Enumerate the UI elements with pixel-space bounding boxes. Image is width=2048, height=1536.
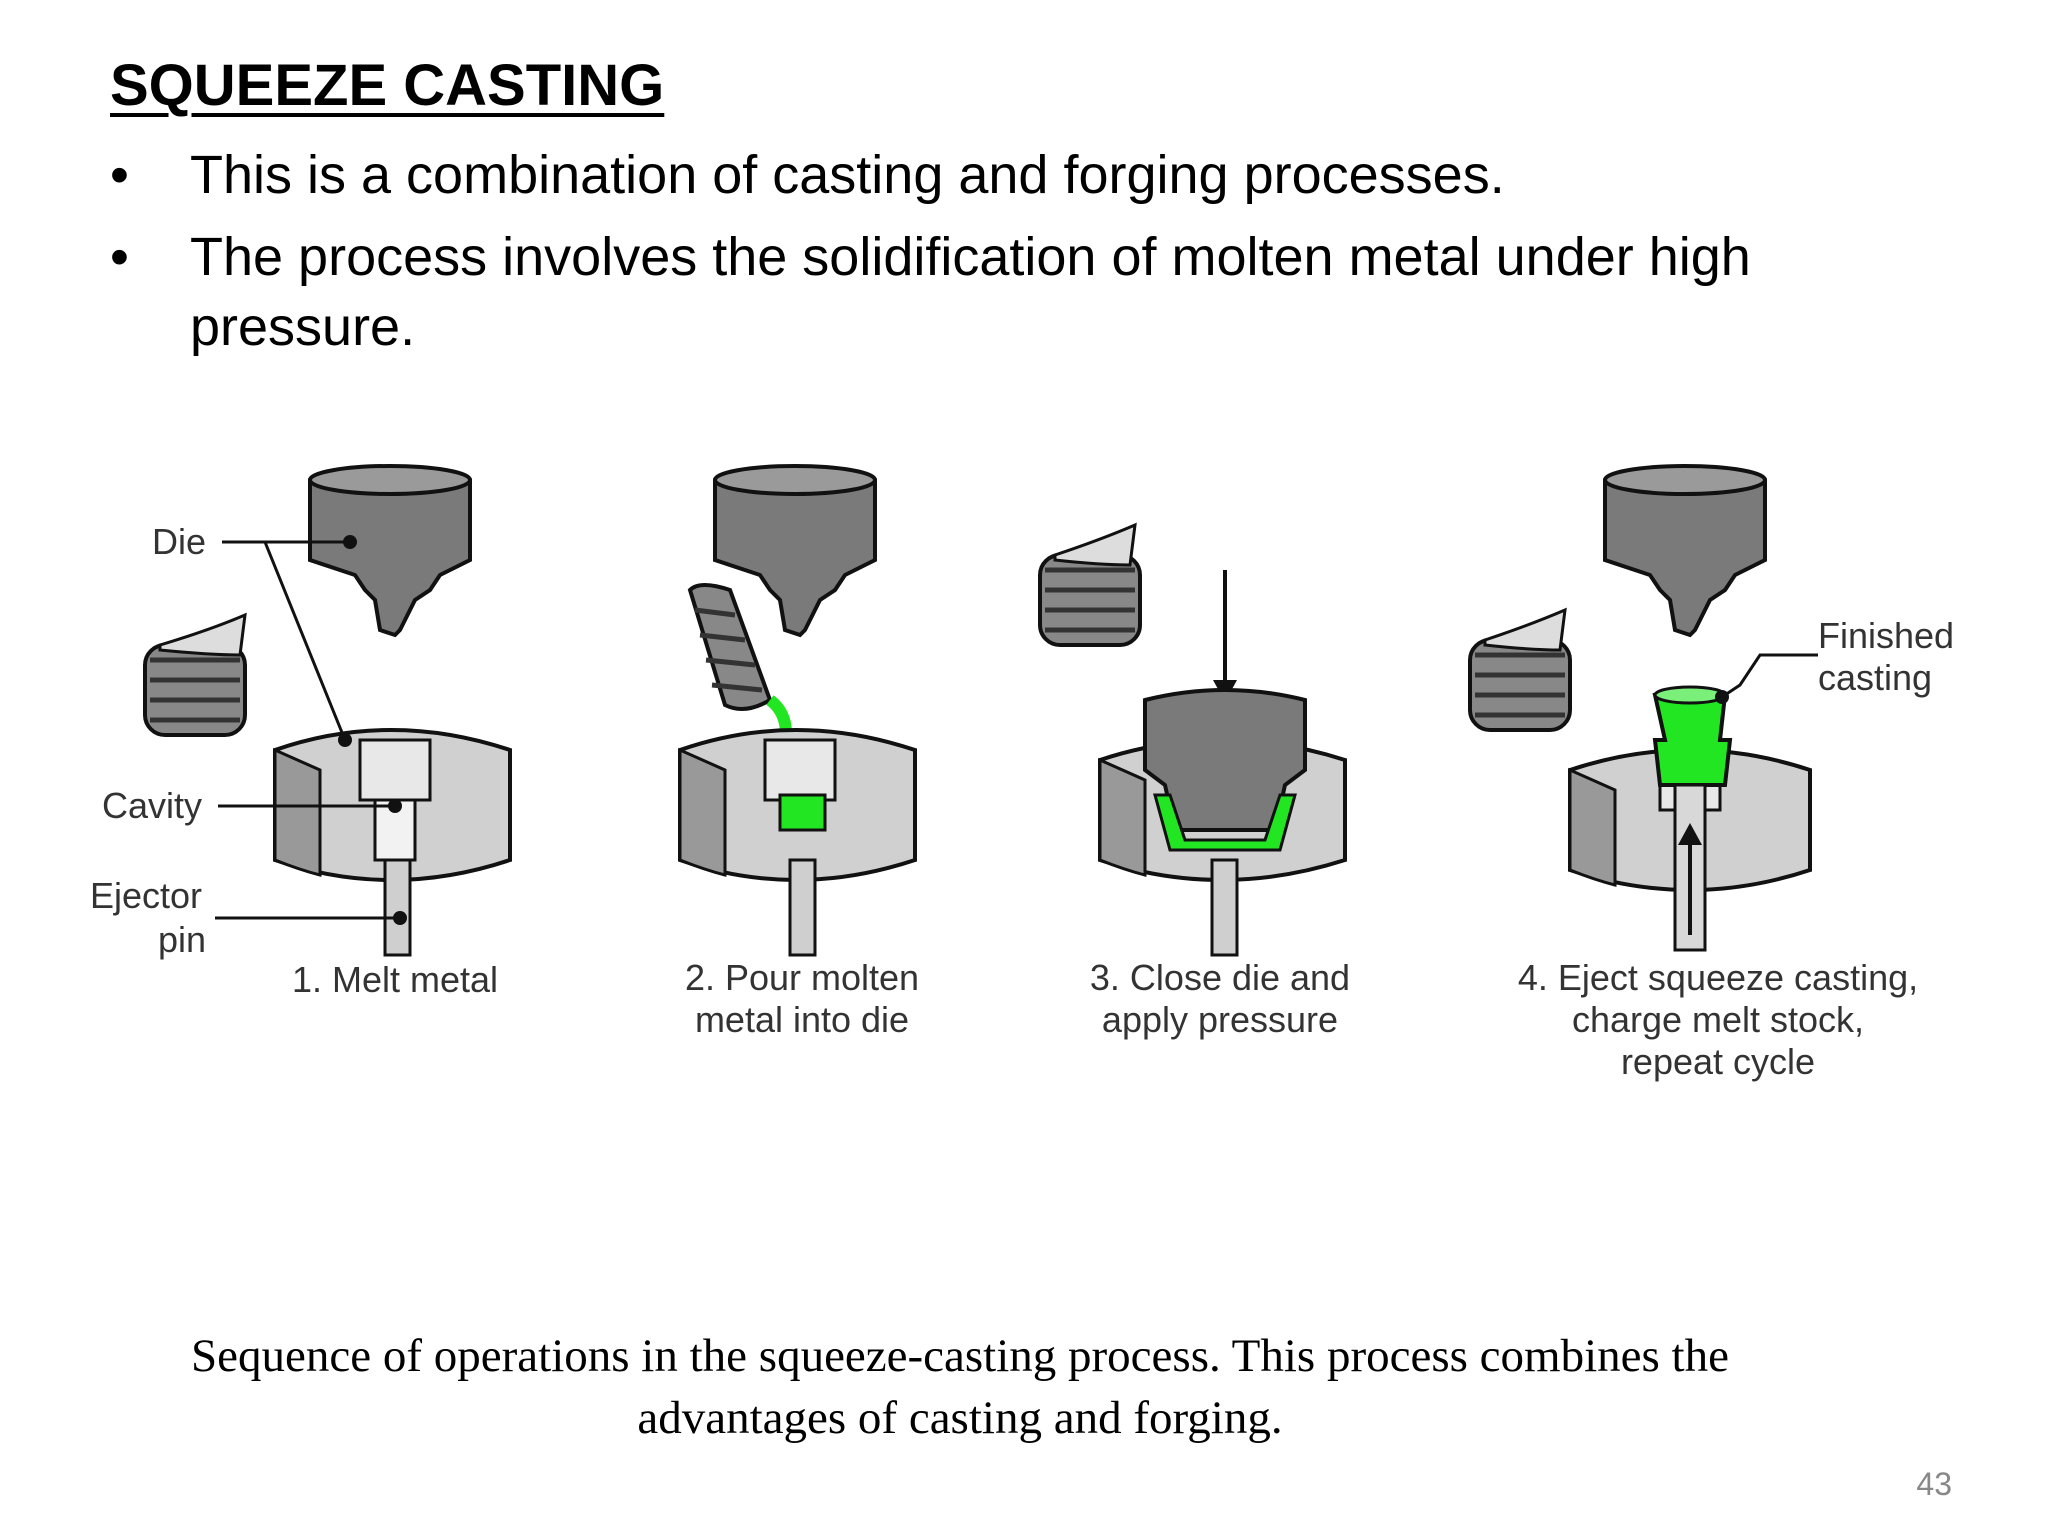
bullet-icon: • [110, 227, 129, 287]
step-3-illustration [1038, 522, 1347, 957]
bullet-list: • This is a combination of casting and fo… [110, 140, 1910, 374]
squeeze-casting-diagram: Die Cavity Ejector pin Finished casting … [90, 464, 1954, 1082]
step-3-label-line1: 3. Close die and [1090, 957, 1350, 998]
finished-casting-label-line1: Finished [1818, 615, 1954, 656]
melt-stock-icon [143, 612, 247, 737]
page-number: 43 [1916, 1466, 1952, 1502]
die-label: Die [152, 521, 206, 562]
step-1-label: 1. Melt metal [292, 959, 498, 1000]
step-2-label-line2: metal into die [695, 999, 909, 1040]
figure-caption: Sequence of operations in the squeeze-ca… [191, 1330, 1729, 1444]
step-3-label-line2: apply pressure [1102, 999, 1338, 1040]
step-2-illustration [678, 464, 917, 957]
ejector-pin-label-line1: Ejector [90, 875, 202, 916]
step-1-illustration [143, 464, 512, 957]
step-4-label-line2: charge melt stock, [1572, 999, 1864, 1040]
melt-stock-icon [1038, 522, 1142, 647]
bullet-icon: • [110, 145, 129, 205]
step-4-label-line1: 4. Eject squeeze casting, [1518, 957, 1918, 998]
bullet-item: • This is a combination of casting and fo… [110, 140, 1910, 210]
step-2-label-line1: 2. Pour molten [685, 957, 919, 998]
finished-casting-label-line2: casting [1818, 657, 1932, 698]
bullet-text: This is a combination of casting and for… [190, 145, 1505, 205]
step-4-label-line3: repeat cycle [1621, 1041, 1815, 1082]
melt-stock-icon [1468, 607, 1572, 732]
cavity-label: Cavity [102, 785, 202, 826]
slide-title: SQUEEZE CASTING [110, 53, 665, 118]
ejector-pin-label-line2: pin [158, 919, 206, 960]
bullet-text: The process involves the solidification … [190, 227, 1751, 357]
bullet-item: • The process involves the solidification… [110, 222, 1910, 362]
step-4-illustration [1468, 464, 1818, 952]
